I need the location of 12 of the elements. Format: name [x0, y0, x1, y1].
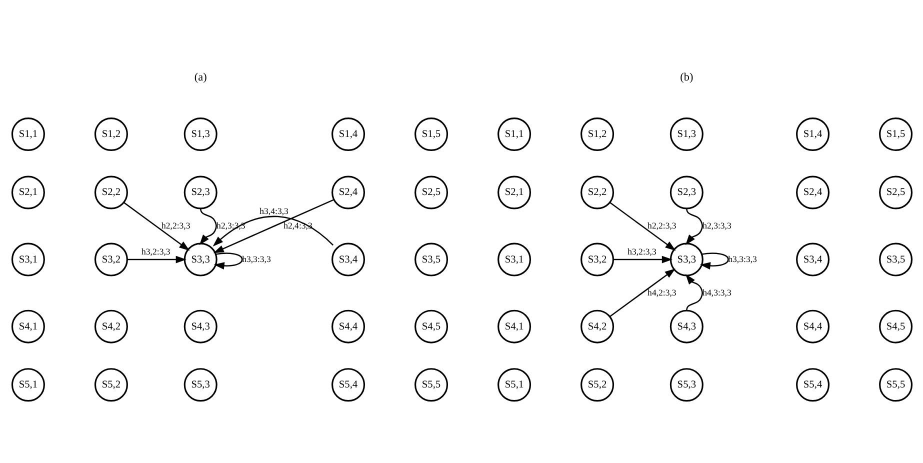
label: (b) [680, 71, 693, 84]
edge-label: h2,2:3,3 [647, 220, 676, 230]
edge-label: h3,3:3,3 [242, 253, 270, 264]
edge-label: h2,2:3,3 [161, 220, 190, 230]
edge-label: h3,3:3,3 [728, 253, 756, 264]
edge-label: h3,4:3,3 [259, 205, 288, 216]
edge-label: h4,2:3,3 [647, 286, 676, 297]
edge-label: h3,2:3,3 [627, 246, 656, 256]
edge-label: h3,2:3,3 [141, 246, 170, 256]
edge-label: h2,3:3,3 [702, 220, 731, 230]
edge-label: h4,3:3,3 [702, 286, 731, 297]
label: (a) [194, 71, 206, 84]
